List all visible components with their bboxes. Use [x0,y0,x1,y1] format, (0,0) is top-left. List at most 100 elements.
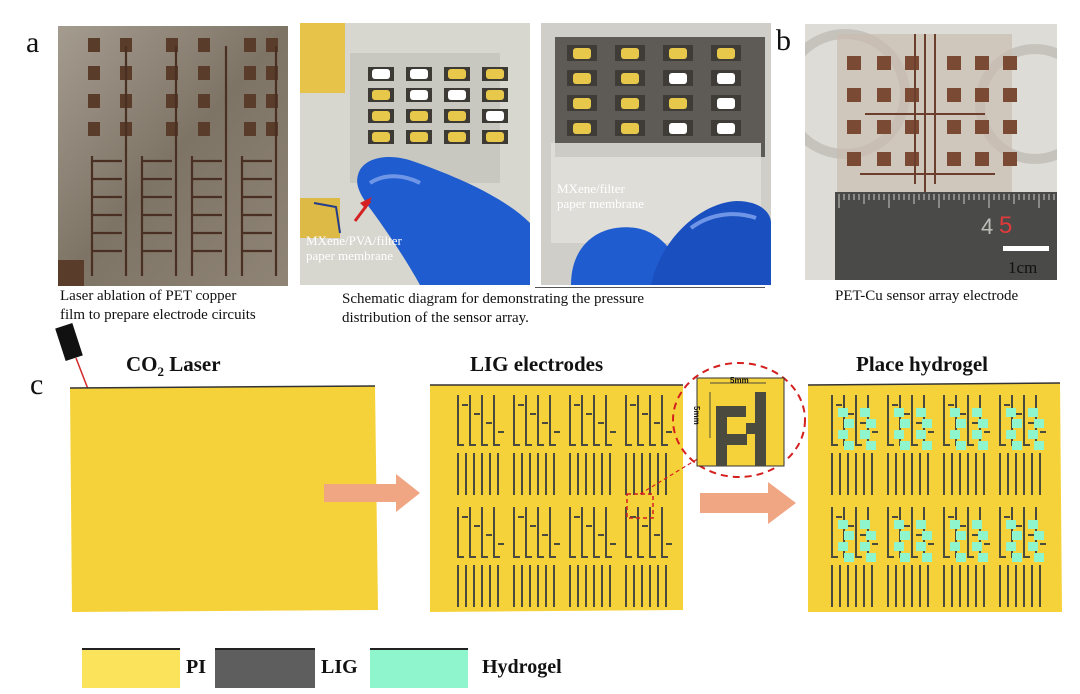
inset-source-box [626,493,654,519]
copper-pad [198,38,210,52]
lig-trace [513,507,520,558]
hydrogel-dot [1012,553,1022,562]
copper-pad [1003,56,1017,70]
lig-trace [525,507,532,558]
hydrogel-sheet [807,382,1062,612]
hydrogel-dot [894,520,904,529]
lig-trace [513,395,520,446]
hydrogel-dot [860,542,870,551]
lig-trace [457,395,464,446]
sensor-led-lit [717,123,735,134]
scale-bar [1003,246,1049,251]
copper-pad [905,88,919,102]
lig-trace [581,395,588,446]
lig-trace [593,507,600,558]
hydrogel-dot [1034,419,1044,428]
hydrogel-dot [838,542,848,551]
hydrogel-dot [866,553,876,562]
copper-pad [975,56,989,70]
lig-trace [911,395,918,446]
hydrogel-dot [900,419,910,428]
hydrogel-dot [838,520,848,529]
caption-divider [535,287,765,288]
copper-pad [947,88,961,102]
lig-trace [831,395,838,446]
sensor-led [573,48,591,59]
lig-trace [457,507,464,558]
step-title-laser-prefix: CO [126,352,158,376]
sensor-led [573,73,591,84]
lig-trace [537,507,544,558]
mxene-pva-label-line1: MXene/PVA/filter [306,233,402,248]
copper-pad [198,94,210,108]
copper-pad [975,88,989,102]
hydrogel-dot [866,419,876,428]
sensor-led [669,98,687,109]
hydrogel-dot [978,553,988,562]
hydrogel-dot [866,531,876,540]
mxene-filter-demo-photo: MXene/filter paper membrane [541,23,771,285]
lig-trace [469,507,476,558]
hydrogel-dot [978,531,988,540]
process-arrow-1 [324,474,420,512]
caption-laser-ablation-line1: Laser ablation of PET copper [60,288,237,304]
lig-trace [581,507,588,558]
copper-pad [198,66,210,80]
lig-trace [649,507,656,558]
copper-pad [88,38,100,52]
pet-cu-electrode-photo: 4 5 [805,24,1057,280]
lig-trace [625,507,632,558]
sensor-led [621,73,639,84]
hydrogel-dot [916,430,926,439]
lig-trace [831,507,838,558]
hydrogel-dot [1006,542,1016,551]
copper-pad [244,66,256,80]
copper-pad [847,120,861,134]
copper-pad [847,88,861,102]
hydrogel-dot [894,430,904,439]
sensor-led [669,48,687,59]
copper-pad [877,120,891,134]
lig-trace [637,395,644,446]
sensor-led [573,98,591,109]
step-title-lig: LIG electrodes [470,352,604,376]
hydrogel-dot [1012,419,1022,428]
hydrogel-dot [1028,520,1038,529]
caption-laser-ablation-line2: film to prepare electrode circuits [60,307,256,323]
mxene-pva-label-line2: paper membrane [306,248,393,263]
lig-trace [943,507,950,558]
sensor-led-lit [410,69,428,79]
lig-trace [967,507,974,558]
hydrogel-dot [844,531,854,540]
copper-pad [88,66,100,80]
mxene-pva-demo-photo: MXene/PVA/filter paper membrane [300,23,530,285]
lig-trace [1023,507,1030,558]
step-title-laser-sub: 2 [157,364,165,380]
hydrogel-dot [922,441,932,450]
sensor-led [486,90,504,100]
mxene-filter-label: MXene/filter paper membrane [557,181,644,211]
hydrogel-dot [900,553,910,562]
lig-sheet [430,384,705,612]
hydrogel-dot [972,408,982,417]
ruler-number-4: 4 [981,214,994,239]
copper-pad [847,152,861,166]
hydrogel-dot [916,520,926,529]
hydrogel-dot [1034,441,1044,450]
copper-pad [905,56,919,70]
step-title-hydrogel: Place hydrogel [856,352,989,376]
pi-sheet-blank [69,385,378,612]
pet-copper-film-photo [58,26,288,286]
inset-height-label: 5mm [692,406,701,425]
lig-trace [1023,395,1030,446]
ruler-number-5: 5 [999,212,1013,239]
lig-trace [569,507,576,558]
sensor-led [448,69,466,79]
lig-trace [661,395,668,446]
hydrogel-dot [978,441,988,450]
lig-trace [493,507,500,558]
sensor-led [621,98,639,109]
sensor-led [486,69,504,79]
legend-label-lig: LIG [321,656,358,678]
lig-trace [887,395,894,446]
